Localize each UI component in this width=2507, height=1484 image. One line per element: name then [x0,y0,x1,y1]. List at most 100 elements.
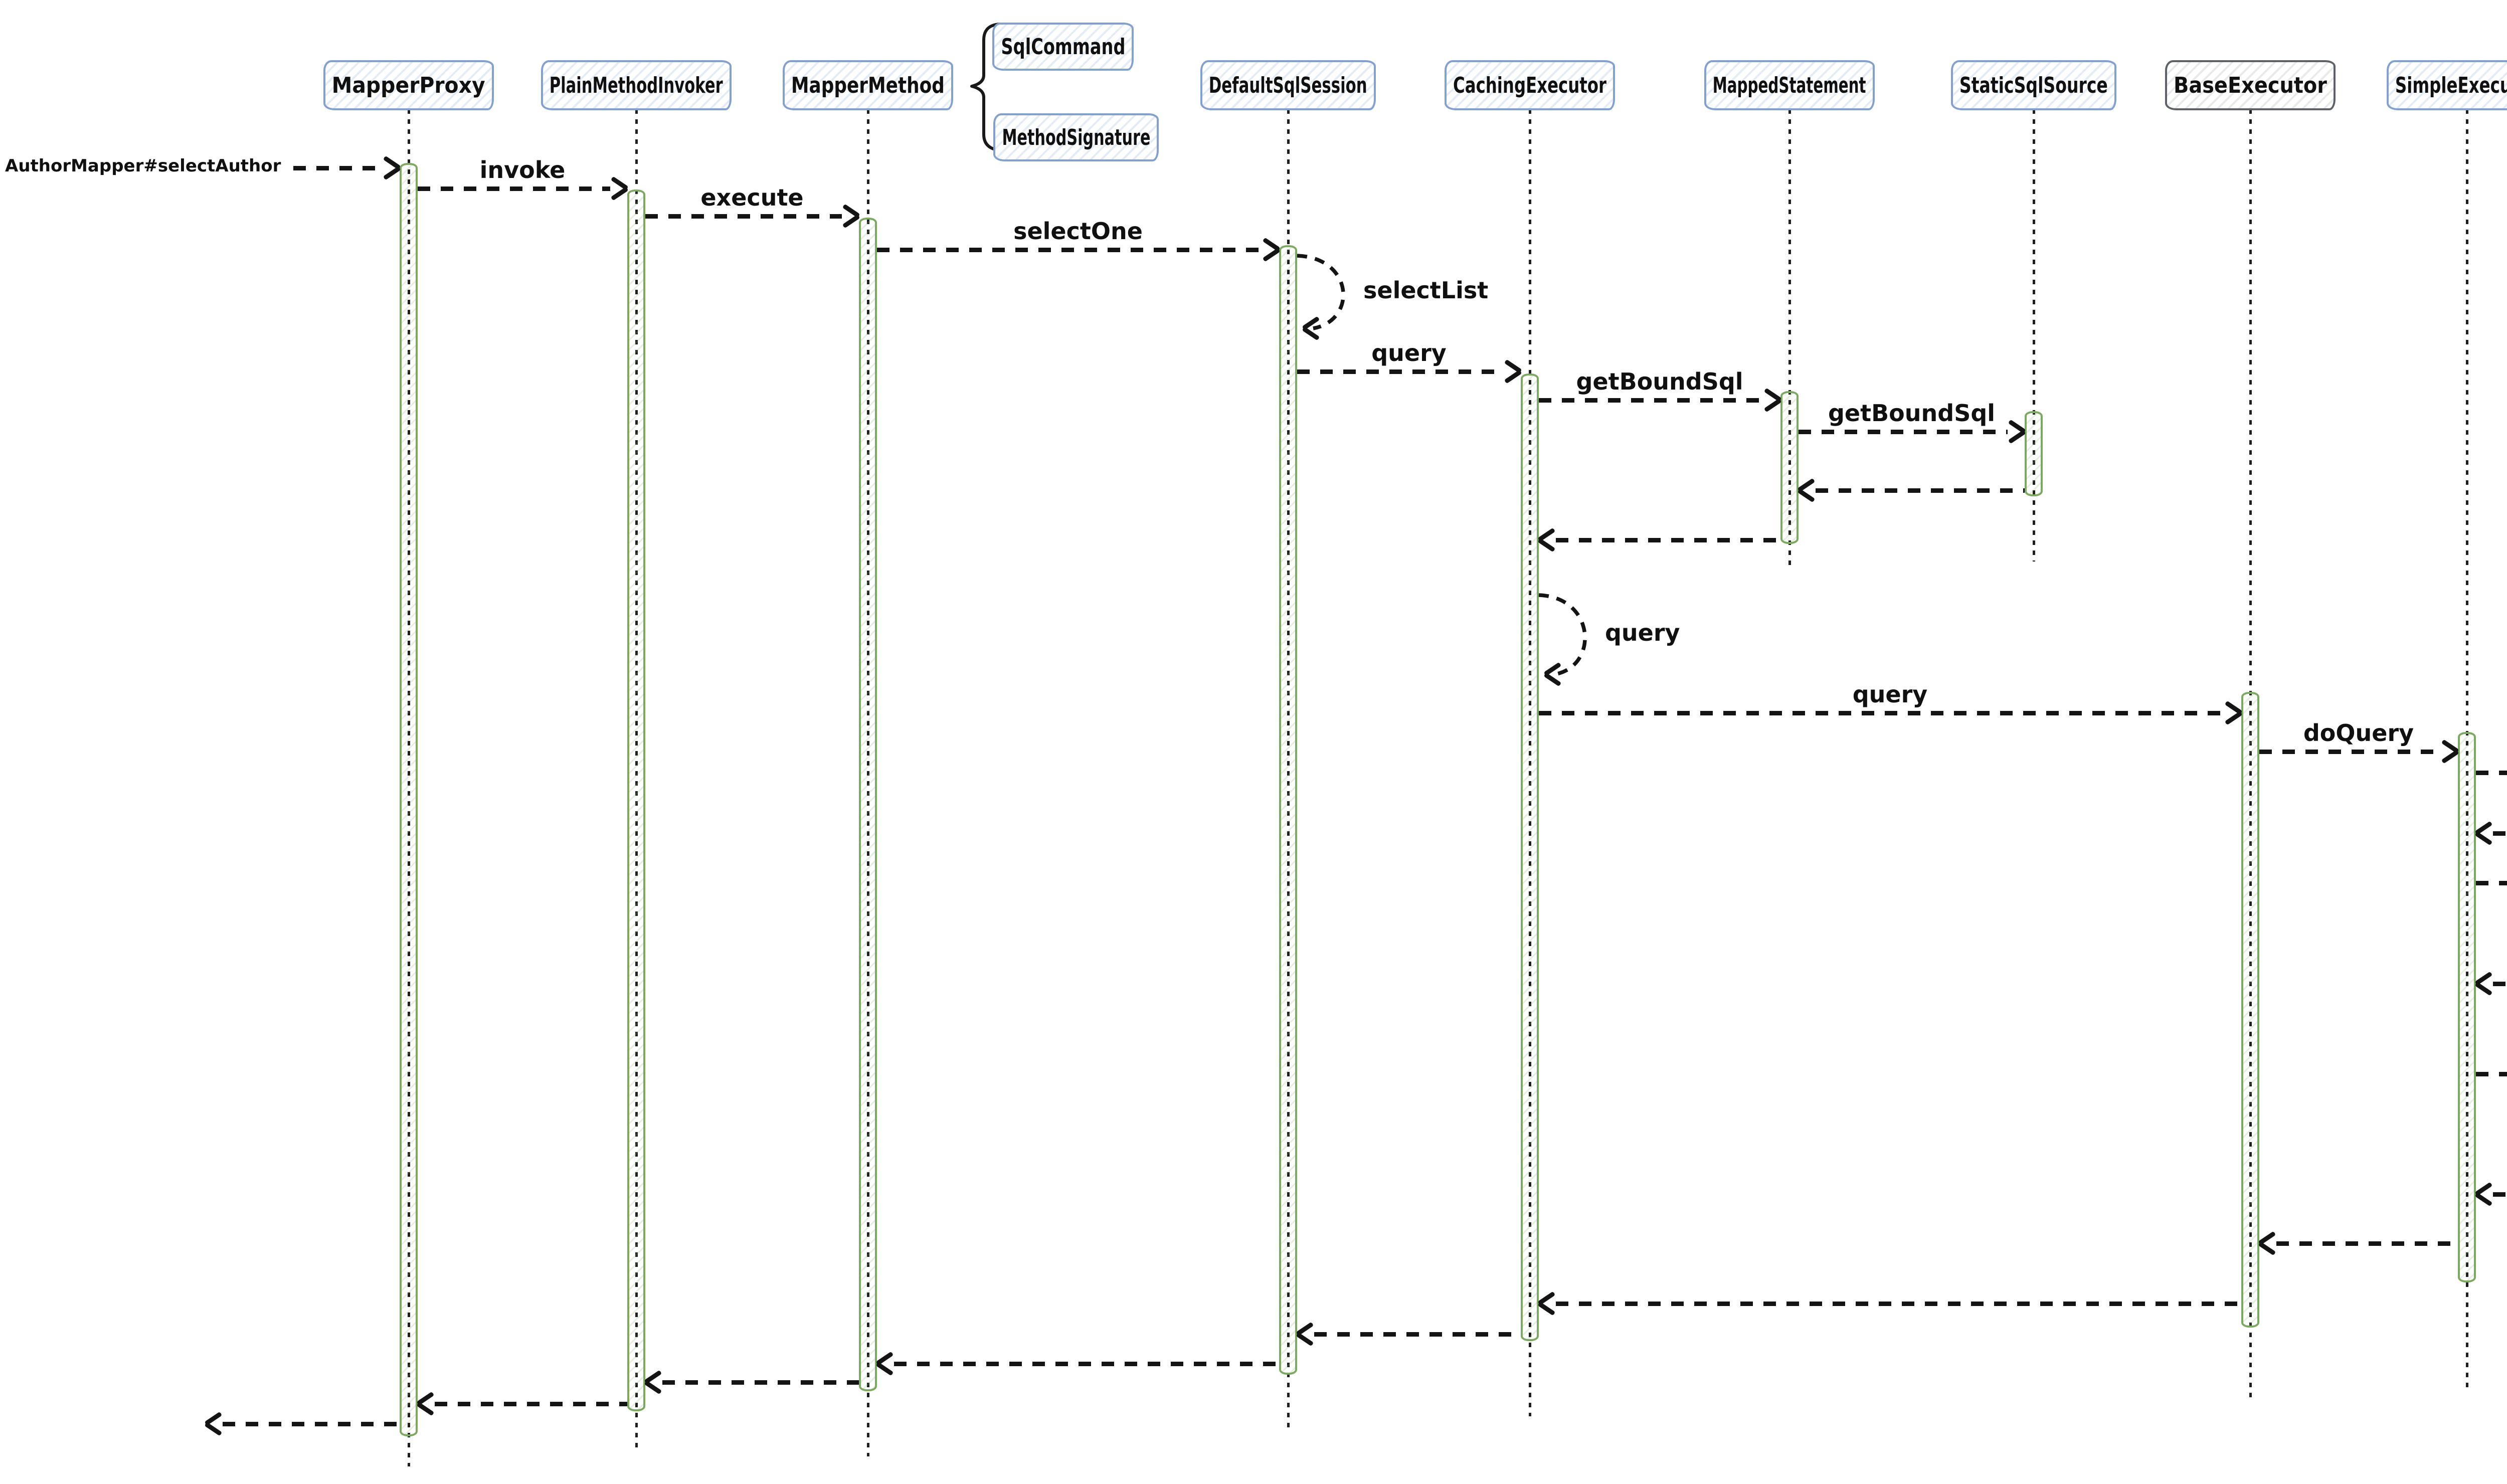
activation-mapperproxy [400,163,418,1436]
message-line-getboundsql [1539,398,1763,403]
activation-mappedstatement [1780,391,1799,544]
arrowhead-icon [2476,975,2496,993]
participant-mappedstatement: MappedStatement [1704,60,1875,110]
message-line-query [1539,710,2224,715]
message-line-parameterize [2476,880,2507,885]
participant-mapperproxy: MapperProxy [323,60,494,110]
lifeline-mappedstatement [1788,109,1791,567]
message-label-execute: execute [700,184,804,211]
arrowhead-icon [1539,1294,1559,1313]
message-line-return [2493,981,2507,986]
activation-simpleexecutor [2458,732,2476,1282]
message-label-query: query [1852,681,1928,708]
message-line-return [1314,1332,1521,1337]
message-line-prepare [2476,770,2507,775]
arrowhead-icon [418,1395,438,1413]
activation-plainmethodinvoker [627,190,645,1411]
message-line-authormapper-selectauthor [293,165,383,170]
lifeline-cachingexecutor [1528,109,1531,1416]
arrowhead-icon [1303,319,1323,337]
arrowhead-icon [2476,824,2496,842]
message-line-return [1556,1301,2241,1306]
arrowhead-icon [877,1355,897,1373]
participant-label: DefaultSqlSession [1209,72,1368,98]
arrowhead-icon [2438,743,2458,761]
participant-mappermethod: MapperMethod [783,60,953,110]
participant-label: SimpleExecutor [2395,72,2507,98]
message-label-invoke: invoke [479,156,566,183]
lifeline-baseexecutor [2249,109,2252,1401]
participant-defaultsqlsession: DefaultSqlSession [1200,60,1376,110]
participant-label: MapperMethod [791,72,945,98]
message-line-execute [645,214,842,219]
arrowhead-icon [380,159,400,177]
message-line-return [1556,537,1780,542]
participant-label: StaticSqlSource [1959,72,2108,98]
participant-label: CachingExecutor [1453,72,1606,98]
activation-baseexecutor [2241,692,2259,1328]
participant-simpleexecutor: SimpleExecutor [2387,60,2507,110]
activation-staticsqlsource [2025,411,2043,496]
activation-cachingexecutor [1521,374,1539,1341]
arrowhead-icon [607,179,627,198]
found-message-label: AuthorMapper#selectAuthor [5,156,281,176]
participant-cachingexecutor: CachingExecutor [1445,60,1615,110]
arrowhead-icon [1259,241,1279,259]
arrowhead-icon [1539,531,1559,549]
message-line-return [435,1401,627,1406]
lifeline-simpleexecutor [2465,109,2468,1391]
arrowhead-icon [645,1373,665,1391]
message-label-getboundsql: getBoundSql [1828,400,1996,427]
message-label-doquery: doQuery [2303,719,2414,747]
participant-label: MapperProxy [332,72,485,98]
message-label-selectlist: selectList [1363,276,1489,304]
message-line-return [223,1421,400,1426]
message-line-return [1816,488,2025,493]
lifeline-plainmethodinvoker [635,109,638,1449]
participant-label: PlainMethodInvoker [550,72,723,98]
lifeline-mappermethod [866,109,869,1456]
arrowhead-icon [2259,1234,2279,1252]
arrowhead-icon [2476,1185,2496,1203]
arrowhead-icon [1545,665,1565,683]
arrowhead-icon [1501,362,1521,381]
note-label: SqlCommand [1001,34,1125,60]
note-label: MethodSignature [1002,124,1151,150]
message-line-invoke [418,186,610,191]
arrowhead-icon [1760,391,1780,409]
participant-baseexecutor: BaseExecutor [2165,60,2336,110]
message-line-getboundsql [1799,429,2008,434]
participant-staticsqlsource: StaticSqlSource [1951,60,2116,110]
participant-label: MappedStatement [1713,72,1866,98]
arrowhead-icon [839,207,859,225]
message-line-return [2276,1241,2458,1246]
participant-label: BaseExecutor [2174,72,2327,98]
message-line-query [1297,369,1504,374]
arrowhead-icon [2005,423,2025,441]
arrowhead-icon [206,1415,226,1433]
message-line-return [2493,831,2507,836]
lifeline-mapperproxy [407,109,410,1466]
brace-icon [970,23,1001,152]
message-label-getboundsql: getBoundSql [1576,368,1743,395]
note-sqlcommand: SqlCommand [992,23,1134,71]
message-line-selectone [877,247,1262,252]
lifeline-defaultsqlsession [1287,109,1290,1429]
activation-defaultsqlsession [1279,245,1297,1375]
message-line-return [662,1380,859,1385]
note-methodsignature: MethodSignature [993,113,1159,161]
message-label-query: query [1605,619,1680,646]
activation-mappermethod [859,218,877,1391]
message-label-selectone: selectOne [1013,218,1143,245]
self-message-query [1538,593,1587,676]
message-line-return [2493,1192,2507,1197]
self-message-selectlist [1297,254,1345,330]
message-line-doquery [2259,749,2441,754]
message-line-query [2476,1071,2507,1076]
participant-plainmethodinvoker: PlainMethodInvoker [541,60,732,110]
message-line-return [894,1361,1279,1366]
lifeline-staticsqlsource [2032,109,2035,562]
message-label-query: query [1371,339,1447,366]
arrowhead-icon [1799,481,1819,499]
